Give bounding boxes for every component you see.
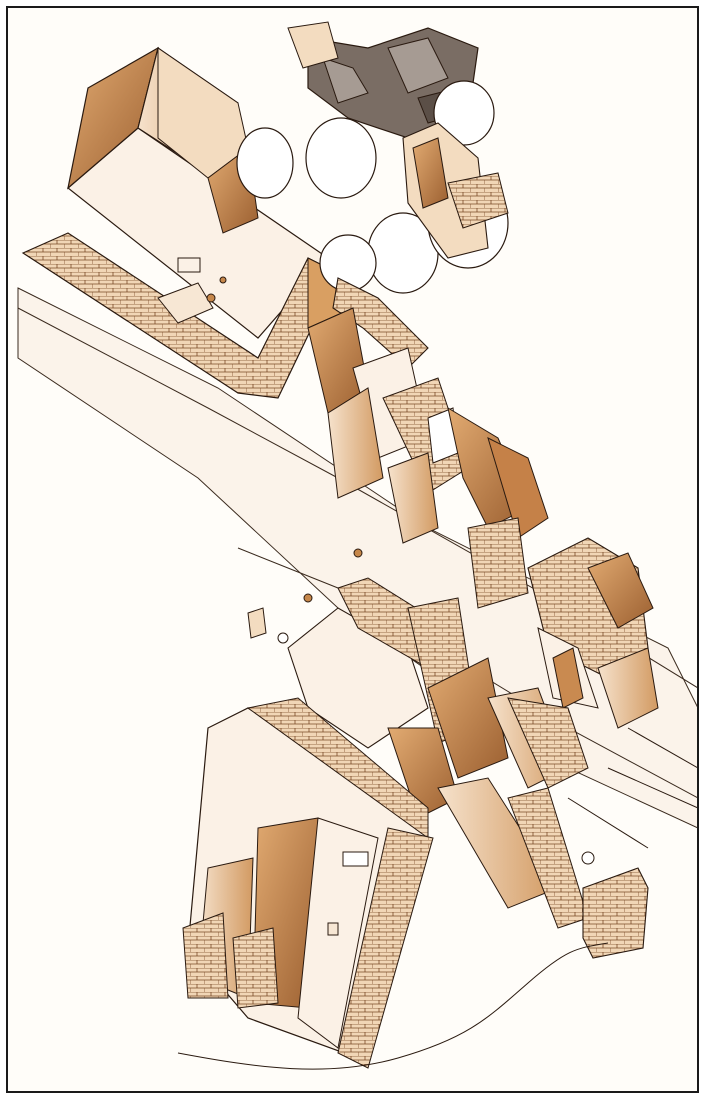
isometric-ruins-drawing	[17, 21, 697, 1070]
building-lower-middle	[287, 577, 589, 929]
terrain-lines	[177, 727, 697, 1070]
building-middle	[307, 277, 549, 609]
wall-fragment	[581, 851, 649, 959]
building-right	[527, 537, 659, 729]
building-lower-left	[182, 697, 434, 1069]
drawing-frame	[6, 6, 699, 1093]
fragments	[247, 548, 363, 644]
building-top-right	[402, 122, 509, 259]
